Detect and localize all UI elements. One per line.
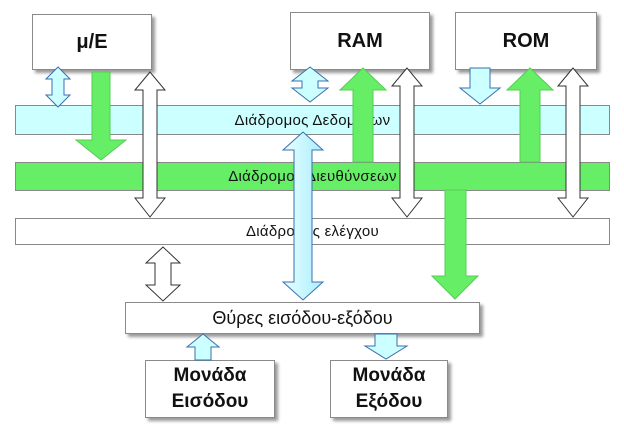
input-unit-box: Μονάδα Εισόδου bbox=[145, 360, 275, 418]
data-bus: Διάδρομος Δεδομένων bbox=[15, 105, 610, 135]
address-bus: Διάδρομος Διευθύνσεων bbox=[15, 162, 610, 191]
ram-box: RAM bbox=[290, 12, 430, 70]
rom-box: ROM bbox=[455, 12, 597, 70]
control-bus: Διάδρομος ελέγχου bbox=[15, 218, 610, 245]
io-box: μ/Ε bbox=[32, 14, 152, 70]
io-ports-box: Θύρες εισόδου-εξόδου bbox=[125, 302, 480, 334]
output-unit-box: Μονάδα Εξόδου bbox=[330, 360, 448, 418]
